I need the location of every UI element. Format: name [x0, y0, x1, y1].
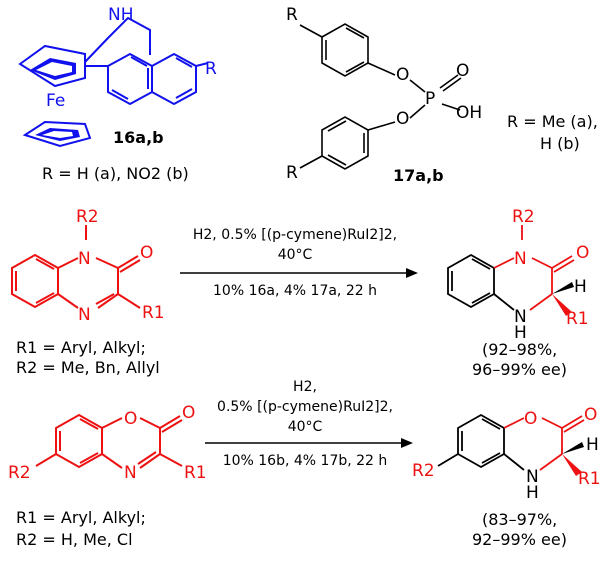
reaction1-conditions-3: 10% 16a, 4% 17a, 22 h: [213, 283, 377, 299]
r2-product-o: O: [584, 405, 597, 425]
r1-product-r1: R1: [566, 309, 589, 329]
acid-17-label: 17a,b: [393, 166, 444, 185]
acid-17-structure: [299, 23, 462, 170]
r2-product-r1: R1: [578, 469, 601, 489]
catalyst-16-structure: [18, 16, 209, 148]
r2-sm-r1: R1: [184, 463, 207, 483]
r2-product-nh: N: [526, 467, 539, 487]
r1-sm-n1: N: [78, 249, 91, 269]
acid-17-r-bottom: R: [286, 163, 298, 183]
acid-17-r-top: R: [286, 5, 298, 25]
reaction2-product-structure: [437, 413, 585, 471]
reaction2-conditions-2: 0.5% [(p-cymene)RuI2]2,: [217, 399, 393, 415]
r1-product-wedge: [552, 282, 574, 294]
catalyst-16-r-definition: R = H (a), NO2 (b): [42, 164, 189, 183]
reaction1-yield-2: 96–99% ee): [472, 360, 567, 379]
reaction1-arrow: [180, 268, 418, 278]
r2-product-nh-h: H: [526, 483, 539, 503]
reaction2-conditions-1: H2,: [293, 379, 317, 395]
reaction2-yield-2: 92–99% ee): [472, 530, 567, 549]
r1-sm-n2: N: [78, 305, 91, 325]
acid-17-oh: OH: [456, 103, 482, 123]
reaction1-yield-1: (92–98%,: [482, 340, 558, 359]
r1-product-hash: [552, 294, 572, 316]
r1-sm-r1: R1: [142, 303, 165, 323]
r1-product-o: O: [576, 243, 589, 263]
r1-product-nh-h: H: [514, 323, 527, 343]
r2-product-wedge: [562, 442, 584, 454]
catalyst-16-fe: Fe: [46, 91, 65, 111]
reaction1-scope-1: R1 = Aryl, Alkyl;: [16, 338, 146, 357]
reaction2-conditions-4: 10% 16b, 4% 17b, 22 h: [222, 453, 388, 469]
r1-product-r2: R2: [512, 207, 535, 227]
r1-sm-r2: R2: [76, 207, 99, 227]
r2-sm-n: N: [124, 463, 137, 483]
acid-17-r-definition-1: R = Me (a),: [507, 112, 598, 131]
r2-sm-o: O: [182, 403, 195, 423]
acid-17-o2: O: [396, 109, 409, 129]
r1-product-h: H: [574, 277, 587, 297]
reaction1-sm-structure: [11, 225, 141, 309]
reaction2-yield-1: (83–97%,: [482, 510, 558, 529]
catalyst-16-nh: NH: [108, 5, 134, 25]
reaction2-scope-2: R2 = H, Me, Cl: [16, 530, 133, 549]
r2-product-hash: [562, 454, 582, 476]
reaction2-sm-structure: [35, 413, 183, 469]
reaction1-product-structure: [447, 225, 575, 311]
catalyst-16-label: 16a,b: [113, 128, 164, 147]
reaction2-scope-1: R1 = Aryl, Alkyl;: [16, 508, 146, 527]
r2-product-o-ring: O: [524, 409, 537, 429]
r2-product-r2: R2: [412, 461, 435, 481]
reaction1-conditions-2: 40°C: [277, 247, 313, 263]
r2-sm-r2: R2: [8, 463, 31, 483]
reaction2-arrow: [205, 438, 413, 448]
r1-product-n1: N: [514, 249, 527, 269]
r2-sm-o-ring: O: [124, 409, 137, 429]
acid-17-r-definition-2: H (b): [540, 134, 580, 153]
acid-17-o1: O: [396, 65, 409, 85]
r1-sm-o: O: [140, 243, 153, 263]
acid-17-o-double: O: [456, 61, 469, 81]
r1-product-nh: N: [514, 307, 527, 327]
catalyst-16-r: R: [205, 59, 217, 79]
reaction2-conditions-3: 40°C: [287, 419, 323, 435]
reaction1-scope-2: R2 = Me, Bn, Allyl: [16, 358, 160, 377]
reaction1-conditions-1: H2, 0.5% [(p-cymene)RuI2]2,: [192, 227, 398, 243]
acid-17-p: P: [425, 89, 435, 109]
r2-product-h: H: [586, 435, 599, 455]
